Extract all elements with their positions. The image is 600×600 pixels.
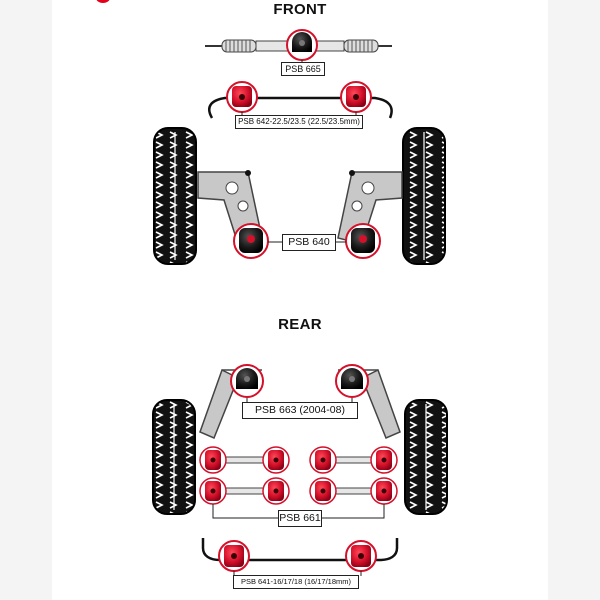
bush-psb663-right [335, 364, 369, 398]
brand-mark [96, 0, 110, 3]
page-background [52, 0, 548, 600]
bush-psb661-g [309, 477, 337, 505]
rear-right-wheel [404, 399, 448, 515]
label-psb642: PSB 642-22.5/23.5 (22.5/23.5mm) [235, 115, 363, 129]
label-psb661: PSB 661 [278, 510, 322, 527]
rear-anti-roll-bar [201, 538, 399, 562]
rear-links-lower-row [223, 487, 377, 495]
rear-links-upper-row [223, 456, 377, 464]
bush-psb661-d [370, 446, 398, 474]
label-psb663: PSB 663 (2004-08) [242, 402, 358, 419]
bush-psb642-right [340, 81, 372, 113]
bush-psb665 [286, 29, 318, 61]
rear-section-title: REAR [278, 316, 322, 333]
front-section-title: FRONT [273, 1, 327, 18]
bush-psb640-left [233, 223, 269, 259]
bush-psb642-left [226, 81, 258, 113]
label-psb665: PSB 665 [281, 62, 325, 76]
bush-psb661-a [199, 446, 227, 474]
front-left-wheel [153, 127, 197, 265]
bush-psb663-left [230, 364, 264, 398]
front-anti-roll-bar [208, 96, 393, 119]
rear-left-wheel [152, 399, 196, 515]
bush-psb661-h [370, 477, 398, 505]
bush-psb661-e [199, 477, 227, 505]
label-psb641: PSB 641-16/17/18 (16/17/18mm) [233, 575, 359, 589]
bush-psb640-right [345, 223, 381, 259]
bush-psb661-f [262, 477, 290, 505]
bush-psb661-b [262, 446, 290, 474]
bush-psb641-right [345, 540, 377, 572]
bush-psb661-c [309, 446, 337, 474]
front-right-wheel [402, 127, 446, 265]
label-psb640: PSB 640 [282, 234, 336, 251]
bush-psb641-left [218, 540, 250, 572]
